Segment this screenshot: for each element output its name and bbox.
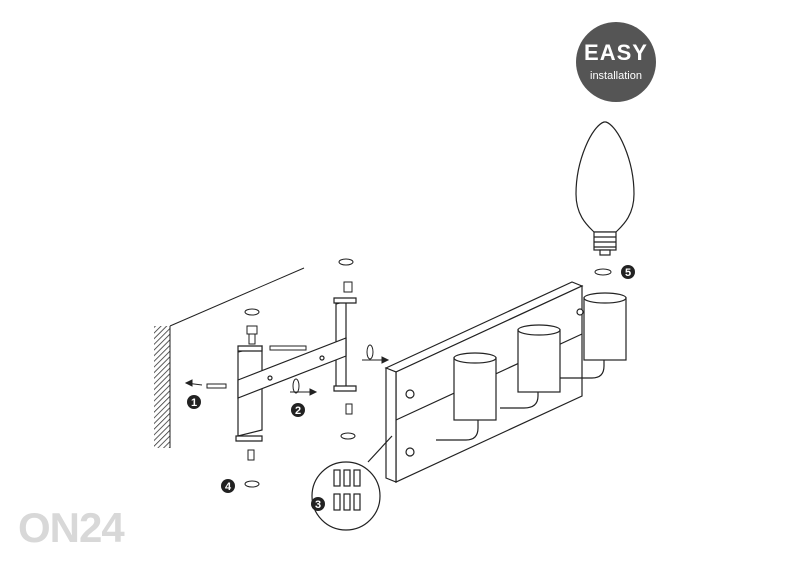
svg-text:5: 5 xyxy=(625,267,631,279)
step-marker-1: 1 xyxy=(187,395,201,409)
badge-subtitle: installation xyxy=(590,70,642,82)
wall xyxy=(154,267,305,448)
wiring-detail xyxy=(311,435,393,531)
step-marker-4: 4 xyxy=(221,479,235,493)
lamp-sockets xyxy=(436,292,627,441)
svg-text:4: 4 xyxy=(225,481,232,493)
step-marker-3: 3 xyxy=(311,497,325,511)
step-marker-2: 2 xyxy=(291,403,305,417)
svg-text:3: 3 xyxy=(315,499,321,511)
badge-title: EASY xyxy=(584,40,648,65)
screws-and-arrows xyxy=(184,258,612,488)
step-marker-5: 5 xyxy=(621,265,635,279)
bulb-icon xyxy=(575,121,635,256)
mounting-bracket xyxy=(235,297,357,442)
easy-installation-badge: EASY installation xyxy=(576,22,656,102)
svg-text:1: 1 xyxy=(191,397,197,409)
brand-watermark: ON24 xyxy=(18,504,125,551)
svg-text:2: 2 xyxy=(295,405,301,417)
